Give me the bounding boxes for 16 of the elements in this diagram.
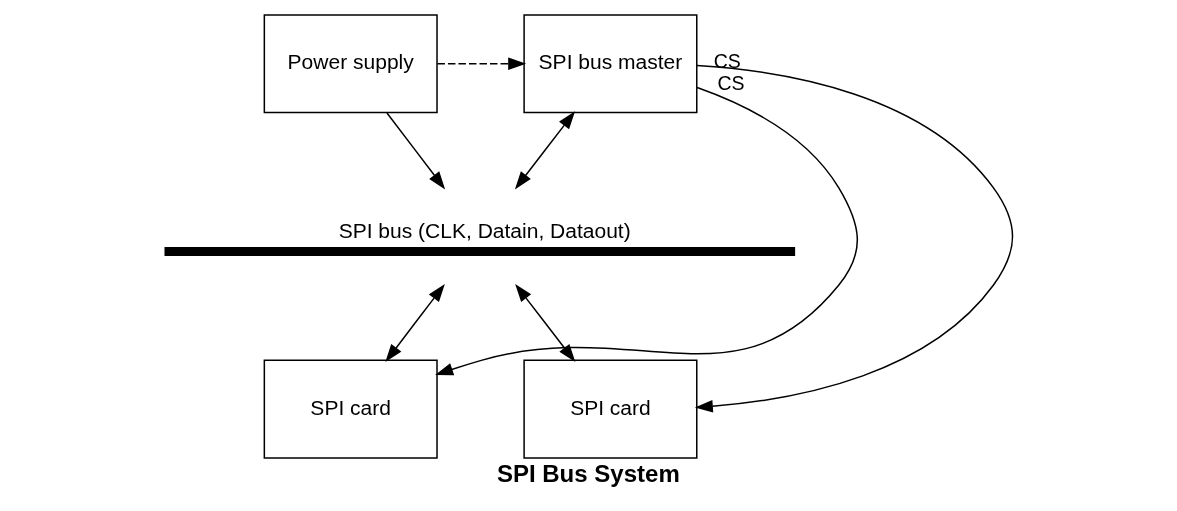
- arrow: [514, 110, 576, 189]
- arrow: [386, 111, 446, 189]
- arrow: [385, 283, 445, 362]
- edge-label: CS: [713, 49, 741, 72]
- node-label: SPI bus (CLK, Datain, Dataout): [338, 218, 631, 242]
- node-box: [164, 246, 796, 256]
- node-box: SPI bus master: [523, 13, 698, 113]
- arrow: [436, 57, 527, 70]
- edge-label: CS: [717, 71, 745, 94]
- node-box: Power supply: [263, 13, 438, 113]
- arrow: [694, 64, 1014, 413]
- caption: SPI Bus System: [496, 459, 680, 487]
- arrow: [435, 86, 859, 375]
- node-box: SPI card: [263, 359, 438, 459]
- node-box: SPI card: [523, 359, 698, 459]
- arrow: [515, 283, 576, 362]
